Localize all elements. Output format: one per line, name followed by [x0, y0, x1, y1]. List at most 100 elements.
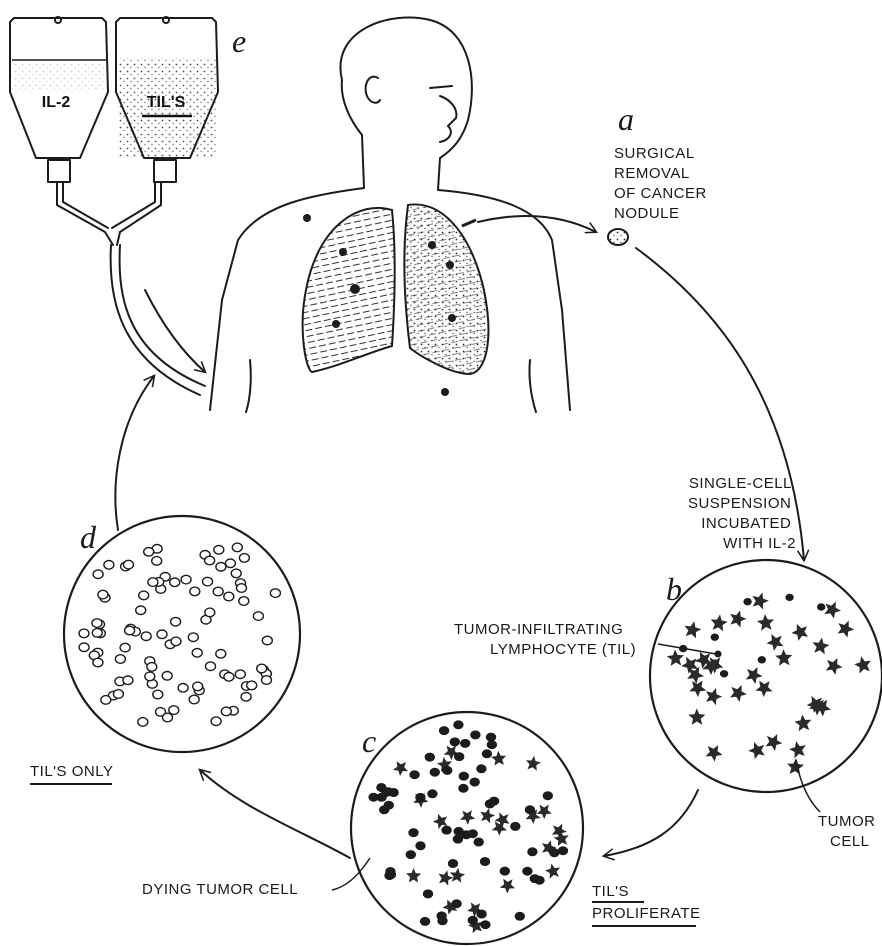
lymphocyte	[124, 560, 134, 569]
lymphocyte-dark	[477, 910, 486, 918]
lymphocyte-dark	[482, 750, 491, 758]
lymphocyte-dark	[744, 599, 751, 605]
lymphocyte-dark	[543, 792, 552, 800]
iv-bag-il2: IL-2	[10, 17, 108, 182]
lymphocyte	[93, 658, 103, 667]
lymphocyte-dark	[711, 634, 718, 640]
lymphocyte-dark	[459, 785, 468, 793]
lymphocyte	[203, 577, 213, 586]
lymphocyte	[181, 575, 191, 584]
suspension-label: SINGLE-CELL SUSPENSION INCUBATED WITH IL…	[688, 475, 796, 552]
lymphocyte-dark	[487, 733, 496, 741]
lymphocyte-dark	[452, 900, 461, 908]
lymphocyte-dark	[515, 913, 524, 921]
lymphocyte-dark	[421, 918, 430, 926]
lymphocyte-dark	[786, 594, 793, 600]
lymphocyte-dark	[416, 842, 425, 850]
step-label-d: d	[80, 519, 97, 555]
lymphocyte-dark	[758, 657, 765, 663]
lymphocyte-dark	[416, 794, 425, 802]
lymphocyte-dark	[382, 789, 391, 797]
lymphocyte-dark	[461, 740, 470, 748]
lymphocyte-dark	[459, 772, 468, 780]
lymphocyte	[232, 543, 242, 552]
lymphocyte-dark	[424, 890, 433, 898]
step-label-a: a	[618, 101, 634, 137]
lymphocyte-dark	[454, 828, 463, 836]
lymphocyte-dark	[474, 838, 483, 846]
lymphocyte-dark	[450, 738, 459, 746]
lymphocyte-dark	[523, 867, 532, 875]
lymphocyte	[125, 626, 135, 635]
step-label-c: c	[362, 723, 376, 759]
lymphocyte	[193, 682, 203, 691]
lymphocyte-dark	[481, 858, 490, 866]
lymphocyte	[213, 587, 223, 596]
lymphocyte-dark	[525, 806, 534, 814]
lymphocyte	[192, 649, 202, 658]
lymphocyte-dark	[425, 753, 434, 761]
lymphocyte-dark	[550, 849, 559, 857]
lymphocyte	[239, 554, 249, 563]
lymphocyte	[138, 718, 148, 727]
lymphocyte	[225, 559, 235, 568]
lymphocyte	[211, 717, 221, 726]
lymphocyte-dark	[500, 867, 509, 875]
dying-tumor-cell-label: DYING TUMOR CELL	[142, 881, 298, 898]
lymphocyte-dark	[453, 835, 462, 843]
lymphocyte-dark	[406, 851, 415, 859]
lymphocyte	[145, 672, 155, 681]
culture-dish-c	[351, 712, 583, 944]
lymphocyte	[241, 693, 251, 702]
lymphocyte-dark	[528, 848, 537, 856]
lymphocyte	[188, 633, 198, 642]
lymphocyte	[178, 684, 188, 693]
lymphocyte	[224, 673, 234, 682]
lymphocyte-dark	[477, 765, 486, 773]
lymphocyte	[79, 643, 89, 652]
lymphocyte-dark	[455, 753, 464, 761]
lymphocyte	[247, 681, 257, 690]
lymphocyte-dark	[468, 916, 477, 924]
lymphocyte-dark	[470, 778, 479, 786]
lymphocyte	[148, 578, 158, 587]
lymphocyte	[221, 707, 231, 716]
lymphocyte	[120, 643, 130, 652]
tils-bag-label: TIL'S	[147, 94, 186, 111]
culture-dish-b	[650, 560, 882, 792]
step-label-e: e	[232, 23, 246, 59]
removed-nodule	[608, 229, 628, 245]
lymphocyte-dark	[818, 604, 825, 610]
culture-dish-d	[64, 516, 300, 752]
lymphocyte-dark	[430, 768, 439, 776]
lymphocyte	[170, 578, 180, 587]
lymphocyte	[93, 570, 103, 579]
lymphocyte-dark	[490, 797, 499, 805]
lymphocyte	[237, 584, 247, 593]
il2-bag-label: IL-2	[42, 94, 71, 111]
lymphocyte	[162, 672, 172, 681]
lymphocyte	[205, 556, 215, 565]
arrow-c-to-d	[200, 770, 350, 858]
lymphocyte-dark	[449, 860, 458, 868]
tumor-cell-label: TUMOR CELL	[818, 813, 880, 850]
lymphocyte	[224, 592, 234, 601]
lymphocyte	[216, 563, 226, 572]
lymphocyte	[262, 636, 272, 645]
lymphocyte-dark	[440, 727, 449, 735]
arrow-d-to-patient	[115, 376, 154, 530]
lymphocyte-dark	[511, 823, 520, 831]
lymphocyte	[98, 590, 108, 599]
lymphocyte-dark	[380, 806, 389, 814]
lymphocyte	[171, 617, 181, 626]
lymphocyte	[189, 695, 199, 704]
til-label: TUMOR-INFILTRATING LYMPHOCYTE (TIL)	[454, 621, 636, 658]
lymphocyte	[171, 637, 181, 646]
lymphocyte	[92, 629, 102, 638]
lymphocyte	[136, 606, 146, 615]
lymphocyte-dark	[410, 771, 419, 779]
lymphocyte-dark	[471, 731, 480, 739]
lymphocyte-dark	[442, 826, 451, 834]
arrow-a-to-b	[636, 248, 804, 560]
